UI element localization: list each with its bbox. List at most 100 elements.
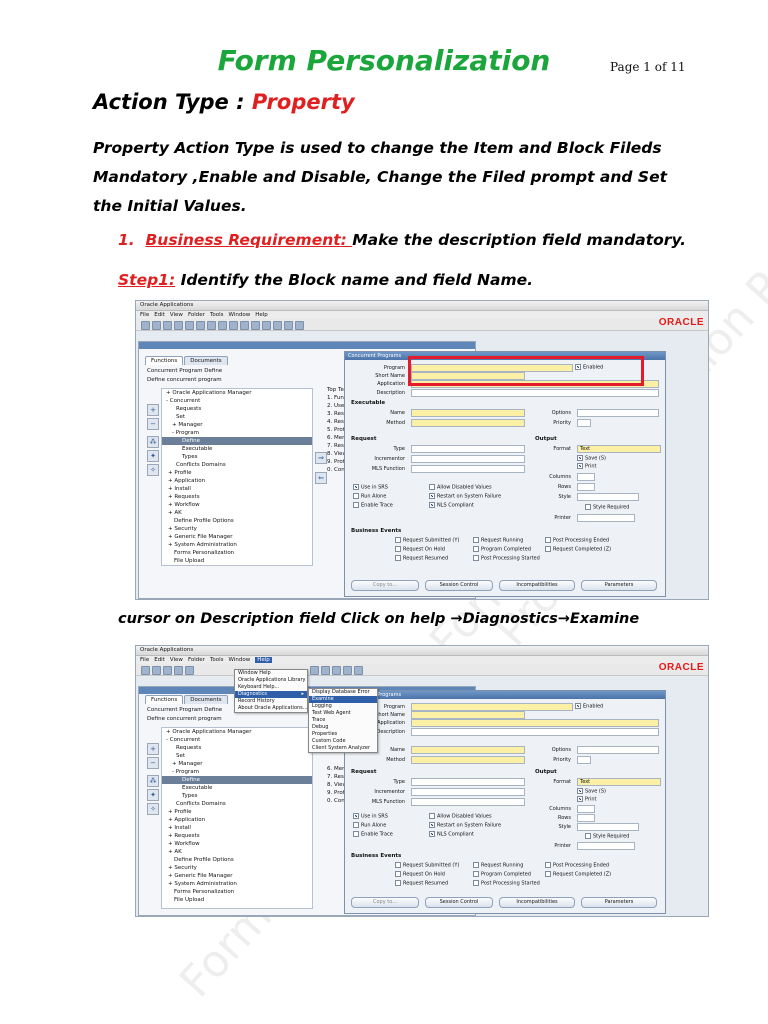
top-ten-item[interactable]: 9. Prof bbox=[327, 790, 345, 796]
new-record-icon[interactable] bbox=[196, 321, 205, 330]
tree-item[interactable]: Forms Personalization bbox=[174, 550, 235, 556]
tree-item[interactable]: Forms Personalization bbox=[174, 889, 235, 895]
menu-tools[interactable]: Tools bbox=[209, 312, 224, 318]
diagnostics-menu-item[interactable]: Properties bbox=[312, 731, 338, 737]
tree-item[interactable]: + Security bbox=[168, 526, 197, 532]
incompatibilities-button[interactable]: Incompatibilities bbox=[499, 897, 575, 908]
help-menu-item[interactable]: About Oracle Applications... bbox=[238, 705, 308, 711]
tree-item[interactable]: Executable bbox=[182, 446, 213, 452]
tree-item[interactable]: + Manager bbox=[172, 422, 203, 428]
printer-field[interactable] bbox=[577, 842, 635, 850]
format-select[interactable]: Text bbox=[577, 778, 661, 786]
menu-file[interactable]: File bbox=[140, 312, 150, 318]
top-ten-item[interactable]: 3. Resp bbox=[327, 411, 348, 417]
program-field[interactable] bbox=[411, 703, 573, 711]
use-in-srs-checkbox[interactable]: Use in SRS bbox=[353, 813, 388, 820]
tree-item[interactable]: + Oracle Applications Manager bbox=[166, 729, 252, 735]
description-field[interactable] bbox=[411, 728, 659, 736]
cut-icon[interactable] bbox=[218, 321, 227, 330]
menu-window[interactable]: Window bbox=[228, 657, 251, 663]
diagnostics-menu-item[interactable]: Client System Analyzer bbox=[312, 745, 371, 751]
folder-icon[interactable] bbox=[320, 666, 330, 675]
executable-name-field[interactable] bbox=[411, 409, 525, 417]
top-ten-item[interactable]: 0. Conc bbox=[327, 798, 348, 804]
event-checkbox[interactable]: Request Submitted (Y) bbox=[395, 862, 459, 869]
diagnostics-menu-item[interactable]: Logging bbox=[312, 703, 332, 709]
program-field[interactable] bbox=[411, 364, 573, 372]
tree-item[interactable]: Types bbox=[182, 793, 198, 799]
help-menu-item[interactable]: Oracle Applications Library bbox=[238, 677, 306, 683]
event-checkbox[interactable]: Request Submitted (Y) bbox=[395, 537, 459, 544]
tree-item[interactable]: Set bbox=[176, 414, 186, 420]
menu-edit[interactable]: Edit bbox=[154, 312, 165, 318]
save-checkbox[interactable]: Save (S) bbox=[577, 455, 606, 462]
menu-edit[interactable]: Edit bbox=[154, 657, 165, 663]
restart-on-failure-checkbox[interactable]: Restart on System Failure bbox=[429, 493, 501, 500]
remove-from-top-ten-icon[interactable]: ⇐ bbox=[315, 472, 327, 484]
delete-icon[interactable] bbox=[207, 321, 216, 330]
type-field[interactable] bbox=[411, 445, 525, 453]
print-icon[interactable] bbox=[174, 666, 183, 675]
collapse-icon[interactable]: − bbox=[147, 757, 159, 769]
tree-item[interactable]: - Program bbox=[172, 430, 199, 436]
enabled-checkbox[interactable]: Enabled bbox=[575, 703, 603, 710]
parameters-button[interactable]: Parameters bbox=[581, 897, 657, 908]
tab-documents[interactable]: Documents bbox=[184, 356, 228, 365]
expand-icon[interactable]: + bbox=[147, 404, 159, 416]
tree-item[interactable]: + AK bbox=[168, 510, 182, 516]
diagnostics-menu-item-examine[interactable]: Examine bbox=[309, 696, 377, 703]
translate-icon[interactable] bbox=[331, 666, 341, 675]
print-checkbox[interactable]: Print bbox=[577, 796, 597, 803]
diagnostics-menu-item[interactable]: Custom Code bbox=[312, 738, 346, 744]
close-form-icon[interactable] bbox=[185, 321, 194, 330]
run-alone-checkbox[interactable]: Run Alone bbox=[353, 822, 386, 829]
help-menu-item[interactable]: Record History bbox=[238, 698, 275, 704]
tree-item[interactable]: + Application bbox=[168, 817, 206, 823]
top-ten-item[interactable]: 5. Prof bbox=[327, 427, 345, 433]
top-ten-item[interactable]: 2. User bbox=[327, 403, 347, 409]
copy-icon[interactable] bbox=[229, 321, 238, 330]
diagnostics-menu-item[interactable]: Test Web Agent bbox=[312, 710, 351, 716]
collapse-all-icon[interactable]: ✧ bbox=[147, 803, 159, 815]
tree-item[interactable]: + Workflow bbox=[168, 841, 200, 847]
tree-item[interactable]: + Install bbox=[168, 825, 191, 831]
printer-field[interactable] bbox=[577, 514, 635, 522]
help-icon[interactable] bbox=[295, 321, 304, 330]
event-checkbox[interactable]: Post Processing Started bbox=[473, 880, 540, 887]
help-menu-item[interactable]: Keyboard Help... bbox=[238, 684, 280, 690]
tree-item[interactable]: + Generic File Manager bbox=[168, 873, 233, 879]
incrementor-field[interactable] bbox=[411, 455, 525, 463]
tree-item[interactable]: Define Profile Options bbox=[174, 857, 234, 863]
tree-item[interactable]: + Application bbox=[168, 478, 206, 484]
executable-name-field[interactable] bbox=[411, 746, 525, 754]
description-field[interactable] bbox=[411, 389, 659, 397]
top-ten-item[interactable]: 8. View bbox=[327, 782, 348, 788]
style-required-checkbox[interactable]: Style Required bbox=[585, 833, 629, 840]
close-form-icon[interactable] bbox=[185, 666, 194, 675]
allow-disabled-values-checkbox[interactable]: Allow Disabled Values bbox=[429, 813, 492, 820]
type-field[interactable] bbox=[411, 778, 525, 786]
method-field[interactable] bbox=[411, 419, 525, 427]
expand-branch-icon[interactable]: ⁂ bbox=[147, 436, 159, 448]
attachments-icon[interactable] bbox=[251, 321, 260, 330]
columns-field[interactable] bbox=[577, 473, 595, 481]
tree-item[interactable]: + Profile bbox=[168, 470, 192, 476]
use-in-srs-checkbox[interactable]: Use in SRS bbox=[353, 484, 388, 491]
collapse-icon[interactable]: − bbox=[147, 418, 159, 430]
tree-item[interactable]: Types bbox=[182, 454, 198, 460]
event-checkbox[interactable]: Request Completed (Z) bbox=[545, 546, 611, 553]
help-icon[interactable] bbox=[353, 666, 363, 675]
find-icon[interactable] bbox=[284, 321, 293, 330]
style-field[interactable] bbox=[577, 823, 639, 831]
event-checkbox[interactable]: Request Running bbox=[473, 537, 523, 544]
tree-item[interactable]: - Concurrent bbox=[166, 398, 201, 404]
menu-folder[interactable]: Folder bbox=[187, 312, 205, 318]
event-checkbox[interactable]: Post Processing Started bbox=[473, 555, 540, 562]
allow-disabled-values-checkbox[interactable]: Allow Disabled Values bbox=[429, 484, 492, 491]
event-checkbox[interactable]: Post Processing Ended bbox=[545, 537, 609, 544]
expand-icon[interactable]: + bbox=[147, 743, 159, 755]
menu-view[interactable]: View bbox=[169, 312, 183, 318]
diagnostics-menu-item[interactable]: Trace bbox=[312, 717, 326, 723]
format-select[interactable]: Text bbox=[577, 445, 661, 453]
open-icon[interactable] bbox=[141, 321, 150, 330]
